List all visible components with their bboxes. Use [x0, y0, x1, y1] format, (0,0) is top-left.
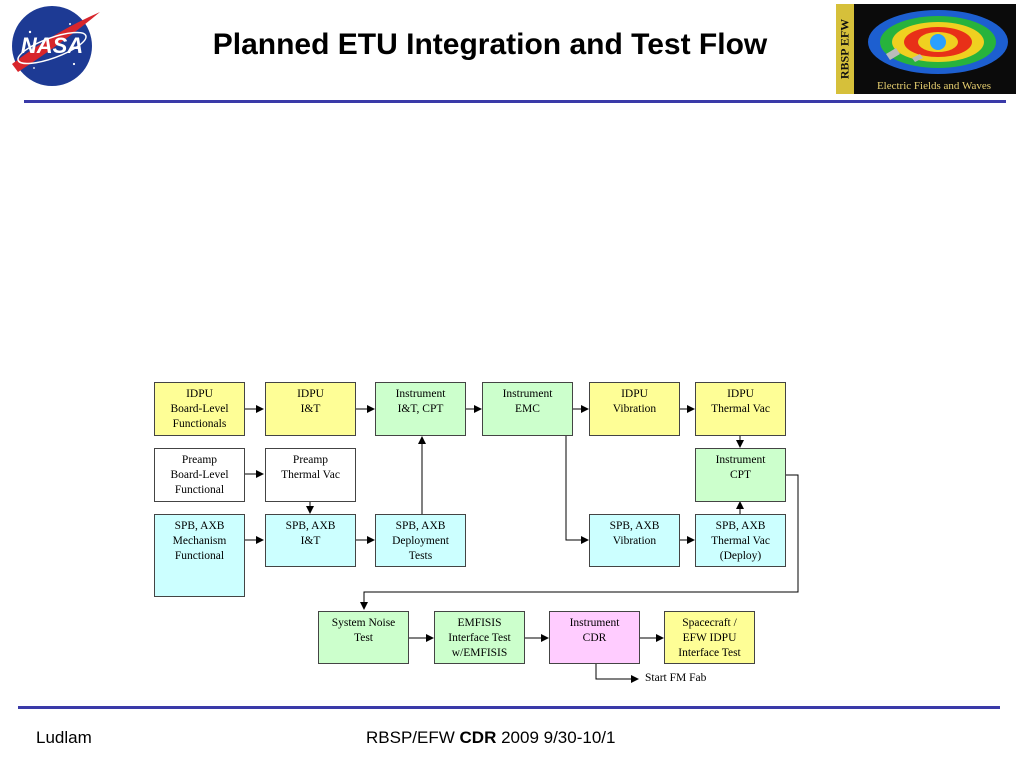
box-instrument-it-cpt: Instrument I&T, CPT — [375, 382, 466, 436]
box-spb-axb-mechanism-functional: SPB, AXB Mechanism Functional — [154, 514, 245, 597]
radiation-belt-icon — [868, 10, 1008, 74]
page-title: Planned ETU Integration and Test Flow — [212, 28, 768, 61]
arrow-cdr-to-start-fm-fab — [595, 664, 639, 683]
box-spacecraft-efw-idpu-interface-test: Spacecraft / EFW IDPU Interface Test — [664, 611, 755, 664]
nasa-logo-text: NASA — [21, 33, 83, 58]
box-spb-axb-thermal-vac-deploy: SPB, AXB Thermal Vac (Deploy) — [695, 514, 786, 567]
footer-author: Ludlam — [36, 728, 92, 747]
box-preamp-board-level-functional: Preamp Board-Level Functional — [154, 448, 245, 502]
efw-logo-caption: Electric Fields and Waves — [876, 80, 992, 92]
box-idpu-thermal-vac: IDPU Thermal Vac — [695, 382, 786, 436]
nasa-logo: NASA — [12, 6, 100, 86]
footer-divider — [18, 706, 1000, 709]
footer-meeting-bold: CDR — [459, 728, 497, 747]
start-fm-fab-label: Start FM Fab — [645, 672, 707, 684]
box-spb-axb-it: SPB, AXB I&T — [265, 514, 356, 567]
box-emfisis-interface-test: EMFISIS Interface Test w/EMFISIS — [434, 611, 525, 664]
box-spb-axb-vibration: SPB, AXB Vibration — [589, 514, 680, 567]
box-preamp-thermal-vac: Preamp Thermal Vac — [265, 448, 356, 502]
arrow-emc-to-spb-vibration — [565, 436, 589, 544]
box-instrument-cdr: Instrument CDR — [549, 611, 640, 664]
box-instrument-cpt: Instrument CPT — [695, 448, 786, 502]
box-idpu-board-level-functionals: IDPU Board-Level Functionals — [154, 382, 245, 436]
rbsp-efw-logo: RBSP EFW Electric Fields and Waves — [836, 4, 1016, 94]
efw-logo-side: RBSP EFW — [836, 4, 854, 94]
footer-meeting-suffix: 2009 9/30-10/1 — [496, 728, 616, 747]
footer-meeting: RBSP/EFW CDR 2009 9/30-10/1 — [366, 728, 615, 748]
box-instrument-emc: Instrument EMC — [482, 382, 573, 436]
footer-meeting-prefix: RBSP/EFW — [366, 728, 460, 747]
box-system-noise-test: System Noise Test — [318, 611, 409, 664]
box-spb-axb-deployment-tests: SPB, AXB Deployment Tests — [375, 514, 466, 567]
box-idpu-it: IDPU I&T — [265, 382, 356, 436]
arrow-instrument-cpt-to-system-noise — [360, 474, 799, 610]
box-idpu-vibration: IDPU Vibration — [589, 382, 680, 436]
header-divider — [24, 100, 1006, 103]
